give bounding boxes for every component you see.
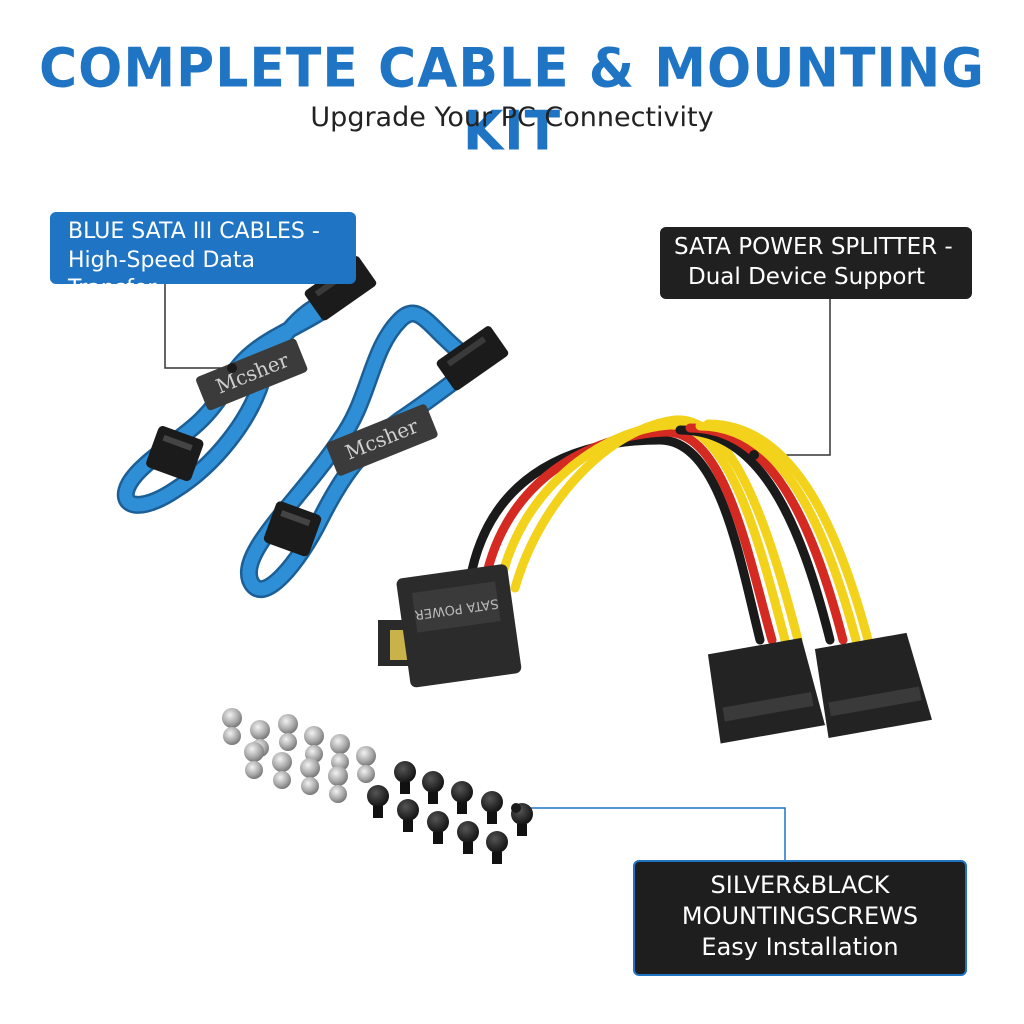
- callout-splitter-line2: Dual Device Support: [688, 263, 925, 290]
- silver-screw: [330, 734, 350, 771]
- leader-dot-splitter: [749, 450, 759, 460]
- callout-screws-line2: MOUNTINGSCREWS: [681, 902, 919, 931]
- page-subtitle: Upgrade Your PC Connectivity: [310, 102, 714, 133]
- callout-sata-cables: BLUE SATA III CABLES - High-Speed Data T…: [50, 212, 356, 301]
- silver-screw: [272, 752, 292, 789]
- leader-line-splitter: [754, 299, 831, 456]
- callout-screws-line1: SILVER&BLACK: [710, 871, 890, 899]
- black-screw: [367, 785, 389, 818]
- silver-screws: [222, 708, 376, 803]
- callout-screws-line3: Easy Installation: [701, 933, 899, 962]
- black-screw: [422, 771, 444, 804]
- black-screw: [451, 781, 473, 814]
- callout-power-splitter: SATA POWER SPLITTER - Dual Device Suppor…: [660, 227, 972, 299]
- callout-screws: SILVER&BLACK MOUNTINGSCREWS Easy Install…: [633, 860, 967, 976]
- black-screw: [394, 761, 416, 794]
- leader-line-sata: [164, 284, 232, 369]
- power-splitter-wires: [465, 415, 873, 645]
- sata-cable-right: Mcsher: [239, 304, 509, 598]
- leader-line-screws: [516, 807, 786, 860]
- silver-screw: [278, 714, 298, 751]
- silver-screw: [222, 708, 242, 745]
- callout-sata-line2: High-Speed Data Transfer: [68, 247, 255, 302]
- callout-sata-line1: BLUE SATA III CABLES -: [68, 219, 320, 244]
- sata-cable-left: Mcsher: [116, 256, 377, 514]
- callout-splitter-line1: SATA POWER SPLITTER -: [674, 234, 953, 260]
- sata-female-connectors: [707, 632, 932, 744]
- sata-power-connector: SATA POWER: [378, 564, 522, 688]
- silver-screw: [244, 742, 264, 779]
- leader-dot-screws: [511, 803, 521, 813]
- black-screw: [481, 791, 503, 824]
- silver-screw: [304, 726, 324, 763]
- leader-dot-sata: [227, 363, 237, 373]
- black-screw: [486, 831, 508, 864]
- black-screws: [367, 761, 533, 864]
- black-screw: [457, 821, 479, 854]
- silver-screw: [300, 758, 320, 795]
- silver-screw: [356, 746, 376, 783]
- black-screw: [427, 811, 449, 844]
- silver-screw: [328, 766, 348, 803]
- page-title: COMPLETE CABLE & MOUNTING KIT: [39, 37, 985, 163]
- black-screw: [397, 799, 419, 832]
